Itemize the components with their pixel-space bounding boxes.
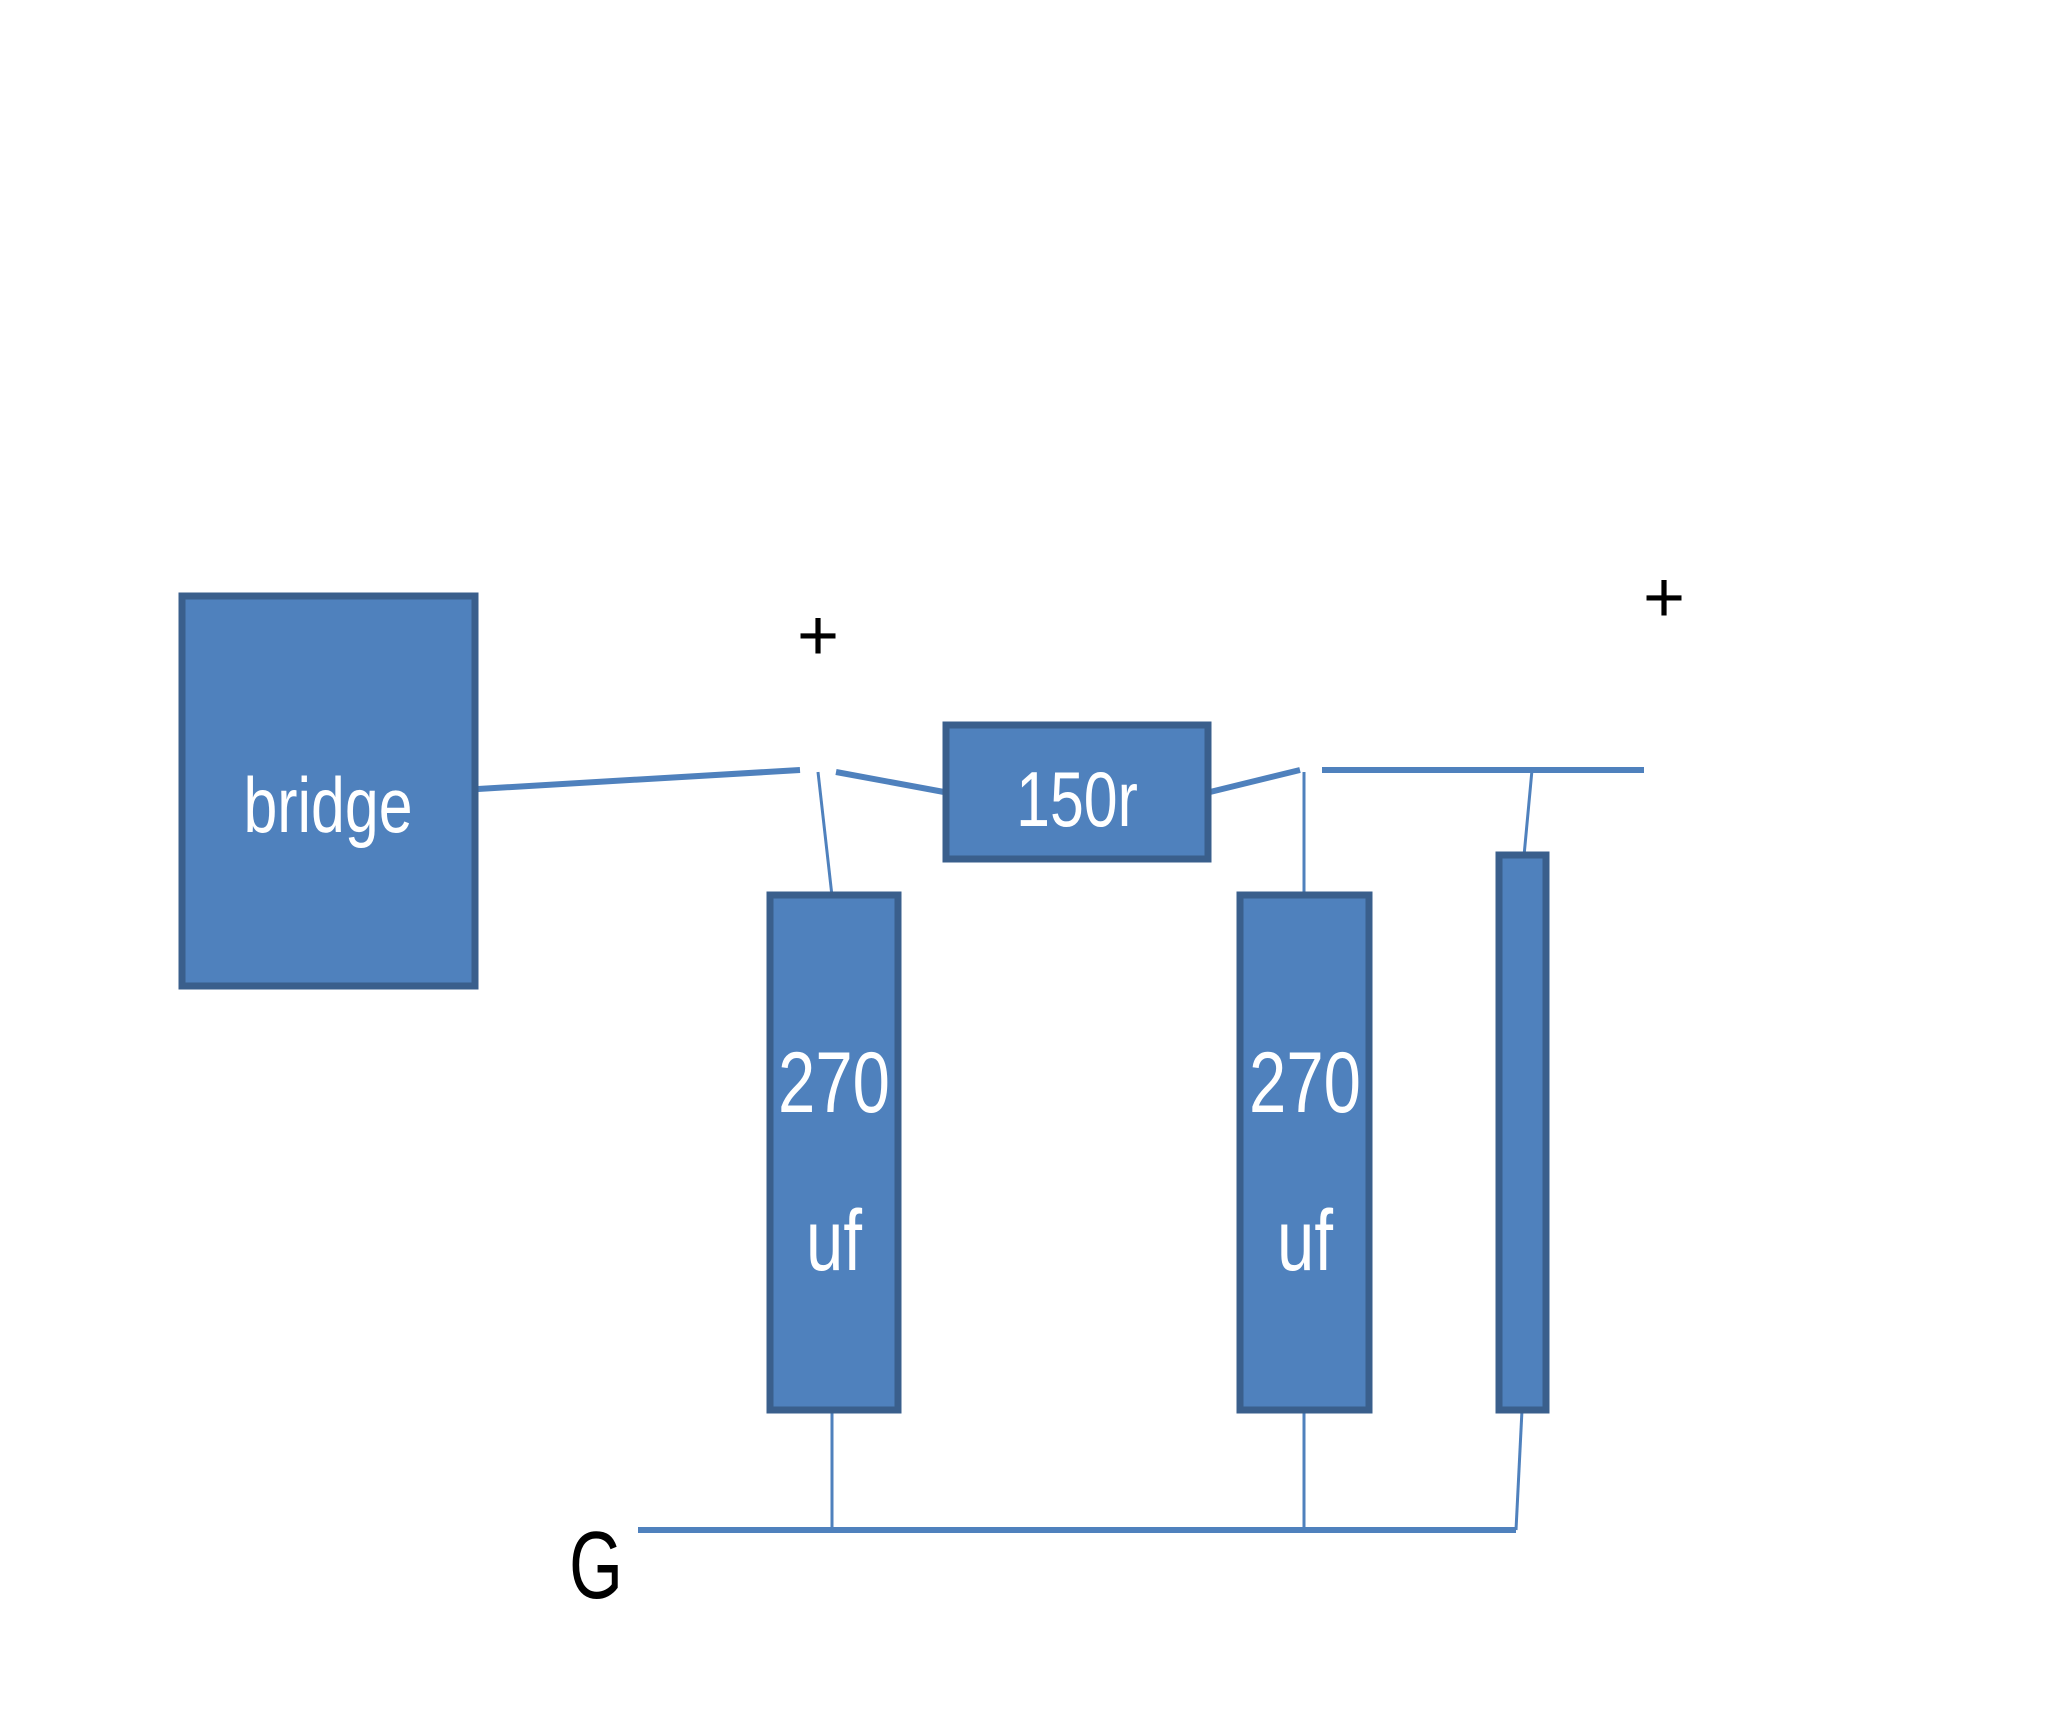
wire-bridge-to-node1: [477, 767, 801, 792]
resistor-150r-label: 150r: [1016, 756, 1138, 843]
wire-node1-to-cap1: [816, 771, 834, 897]
capacitor-1-unit: uf: [806, 1193, 862, 1289]
wire-node1-to-150r: [835, 769, 945, 795]
capacitor-1-box: [766, 891, 902, 1414]
capacitor-2-unit: uf: [1277, 1193, 1333, 1289]
wires: [477, 767, 1644, 1533]
bridge-box: [178, 592, 479, 990]
bridge-component: bridge: [178, 592, 479, 990]
resistor-200k: [1495, 851, 1550, 1414]
wire-200k-to-ground: [1514, 1409, 1524, 1531]
resistor-150r-box: [942, 721, 1212, 863]
plus-terminal-left: +: [797, 596, 839, 676]
capacitor-1: 270 uf: [766, 891, 902, 1414]
resistor-150r: 150r: [942, 721, 1212, 863]
wire-rail-to-200k: [1522, 769, 1534, 857]
ground-label: G: [569, 1511, 623, 1619]
resistor-200k-box: [1495, 851, 1550, 1414]
bridge-label: bridge: [243, 762, 412, 849]
capacitor-1-value: 270: [778, 1035, 890, 1131]
plus-terminal-right: +: [1643, 558, 1685, 638]
capacitor-2-value: 270: [1249, 1035, 1361, 1131]
capacitor-2-box: [1236, 891, 1373, 1414]
capacitor-2: 270 uf: [1236, 891, 1373, 1414]
wire-150r-to-node2: [1209, 767, 1301, 795]
